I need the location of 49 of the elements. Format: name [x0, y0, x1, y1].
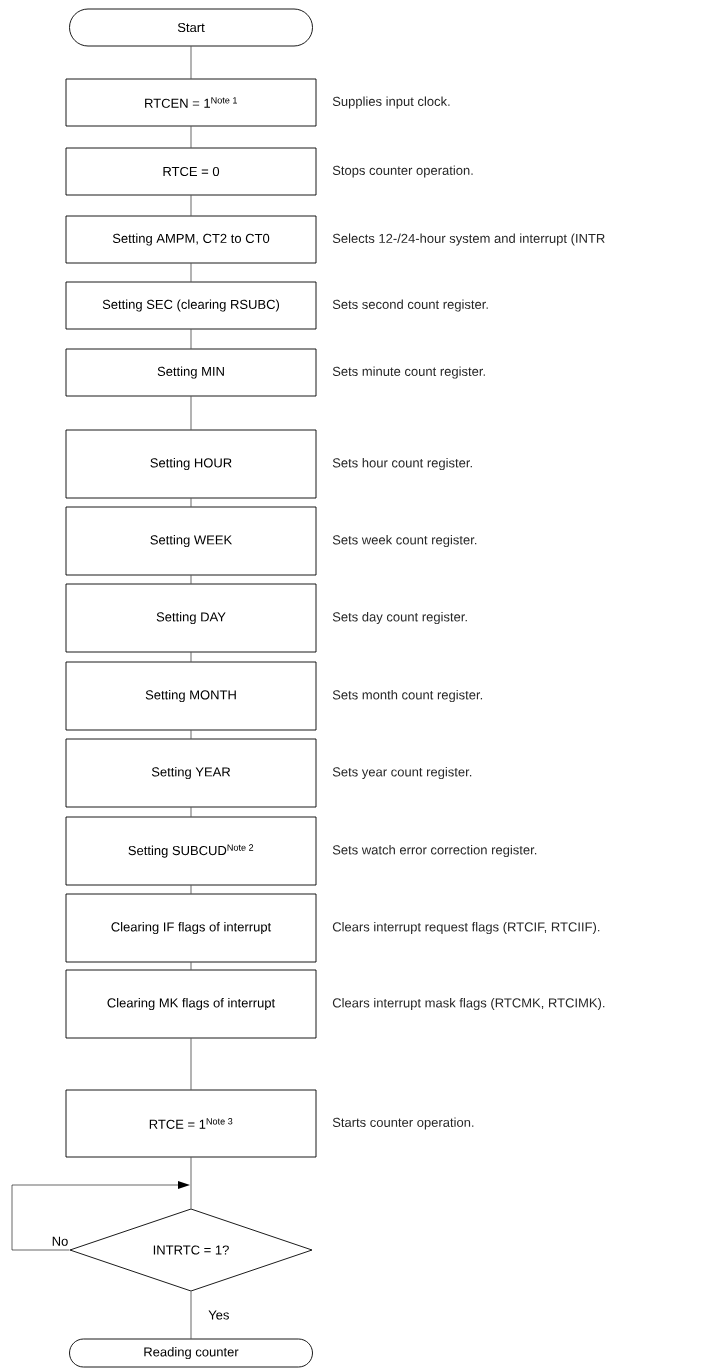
- step-note: Sets week count register.: [332, 534, 477, 548]
- process-box: Setting MONTH: [65, 661, 317, 731]
- process-box: Setting HOUR: [65, 429, 317, 499]
- step-note: Stops counter operation.: [332, 165, 473, 178]
- connector-line: [190, 396, 192, 430]
- connector-line: [190, 46, 192, 79]
- connector-line: [190, 1038, 192, 1090]
- step-note: Sets day count register.: [332, 611, 467, 625]
- process-box: RTCEN = 1$^{Note 1}$: [65, 78, 317, 127]
- step-note: Sets year count register.: [332, 766, 472, 780]
- connector-line: [190, 329, 192, 349]
- step-note: Sets second count register.: [332, 299, 488, 312]
- connector-line: [190, 126, 192, 148]
- edge-label: No: [50, 1235, 70, 1247]
- step-note: Supplies input clock.: [332, 96, 450, 109]
- loop-arrow: [11, 1181, 190, 1251]
- connector-line: [190, 885, 192, 894]
- process-box: RTCE = 0: [65, 147, 317, 196]
- step-note: Clears interrupt mask flags (RTCMK, RTCIMK).: [332, 997, 605, 1011]
- process-box: Clearing IF flags of interrupt: [65, 893, 317, 963]
- process-box: Setting YEAR: [65, 738, 317, 808]
- connector-line: [190, 263, 192, 282]
- connector-line: [190, 807, 192, 817]
- process-box: Setting DAY: [65, 583, 317, 653]
- connector-line: [190, 962, 192, 970]
- step-note: Starts counter operation.: [332, 1117, 474, 1130]
- connector-line: [190, 1291, 192, 1339]
- step-note: Sets watch error correction register.: [332, 844, 537, 858]
- terminal-box: Reading counter: [69, 1338, 313, 1368]
- process-box: Setting SUBCUD$^{Note 2}$: [65, 816, 317, 886]
- step-note: Sets hour count register.: [332, 457, 472, 471]
- connector-line: [190, 730, 192, 739]
- process-box: RTCE = 1$^{Note 3}$: [65, 1089, 317, 1158]
- process-box: Setting MIN: [65, 348, 317, 397]
- edge-label: Yes: [207, 1309, 231, 1321]
- terminal-box: Start: [69, 8, 313, 47]
- step-note: Clears interrupt request flags (RTCIF, RTCIIF).: [332, 921, 600, 935]
- connector-line: [190, 652, 192, 662]
- connector-line: [190, 498, 192, 507]
- process-box: Setting SEC (clearing RSUBC): [65, 281, 317, 330]
- process-box: Clearing MK flags of interrupt: [65, 969, 317, 1039]
- step-note: Selects 12-/24-hour system and interrupt (INTR: [332, 233, 605, 246]
- process-box: Setting WEEK: [65, 506, 317, 576]
- process-box: Setting AMPM, CT2 to CT0: [65, 215, 317, 264]
- step-note: Sets minute count register.: [332, 366, 485, 379]
- step-note: Sets month count register.: [332, 689, 483, 703]
- connector-line: [190, 575, 192, 584]
- connector-line: [190, 195, 192, 216]
- connector-line: [190, 1157, 192, 1209]
